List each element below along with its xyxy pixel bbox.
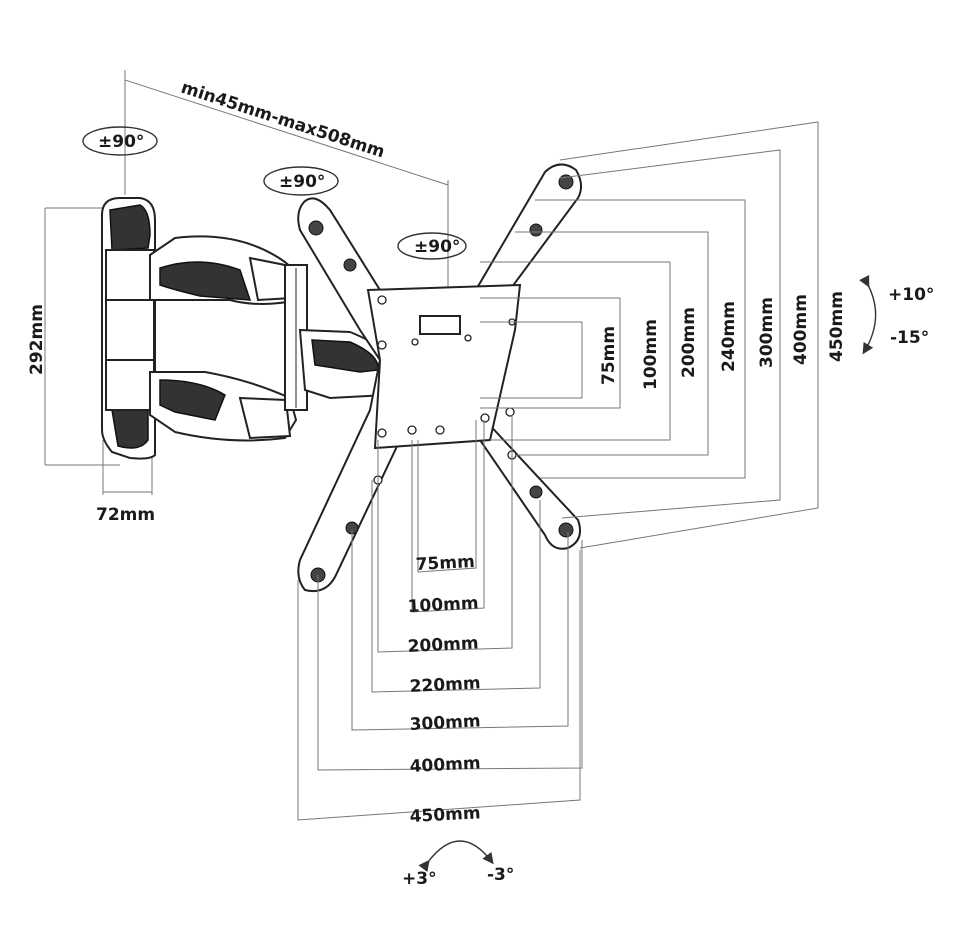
upper-arm (149, 235, 302, 305)
vesa-h-75: 75mm (415, 552, 475, 575)
wall-plate-height-label: 292mm (27, 304, 47, 375)
arm-swivel-indicator: ±90° (263, 166, 339, 196)
vesa-v-100: 100mm (641, 319, 661, 390)
tilt-up-label: +10° (888, 285, 934, 305)
wall-plate-dimensions: 292mm 72mm (27, 207, 155, 525)
vesa-v-240: 240mm (719, 301, 739, 372)
vesa-v-300: 300mm (757, 297, 777, 368)
tilt-down-label: -15° (890, 328, 929, 348)
wall-swivel-indicator: ±90° (82, 126, 158, 156)
vesa-h-100: 100mm (407, 593, 479, 617)
vesa-h-300: 300mm (409, 711, 481, 735)
wall-swivel-label: ±90° (98, 132, 144, 152)
level-indicator: +3° -3° (402, 840, 514, 889)
wall-plate-depth-label: 72mm (96, 505, 155, 525)
vesa-v-450: 450mm (827, 291, 847, 362)
vesa-horizontal-dimensions: 75mm 100mm 200mm 220mm 300mm 400mm 450mm (297, 415, 583, 827)
head-swivel-indicator: ±90° (397, 232, 467, 260)
tilt-indicator: +10° -15° (859, 274, 934, 355)
level-minus-label: -3° (487, 865, 514, 885)
vesa-vertical-dimensions: 75mm 100mm 200mm 240mm 300mm 400mm 450mm (480, 121, 847, 549)
vesa-h-450: 450mm (409, 803, 481, 827)
vesa-v-75: 75mm (599, 326, 619, 385)
vesa-bracket (297, 163, 582, 593)
head-swivel-label: ±90° (414, 237, 460, 257)
lower-arm (149, 371, 298, 442)
vesa-h-220: 220mm (409, 673, 481, 697)
vesa-h-400: 400mm (409, 753, 481, 777)
wall-plate (101, 197, 156, 460)
arm-swivel-label: ±90° (279, 172, 325, 192)
extension-label: min45mm-max508mm (178, 78, 387, 163)
vesa-v-400: 400mm (791, 294, 811, 365)
vesa-h-200: 200mm (407, 633, 479, 657)
level-plus-label: +3° (402, 869, 437, 889)
vesa-v-200: 200mm (679, 307, 699, 378)
